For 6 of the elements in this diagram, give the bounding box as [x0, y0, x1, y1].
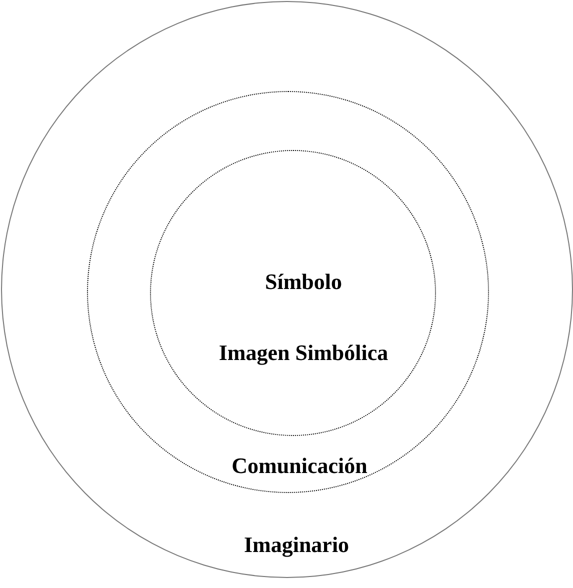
circle-label: Comunicación	[232, 452, 368, 478]
circle-label: Símbolo	[264, 268, 342, 294]
middle-circle	[86, 90, 488, 492]
inner-circle	[150, 150, 436, 436]
circle-label: Imaginario	[244, 532, 350, 558]
circle-label: Imagen Simbólica	[218, 340, 388, 366]
